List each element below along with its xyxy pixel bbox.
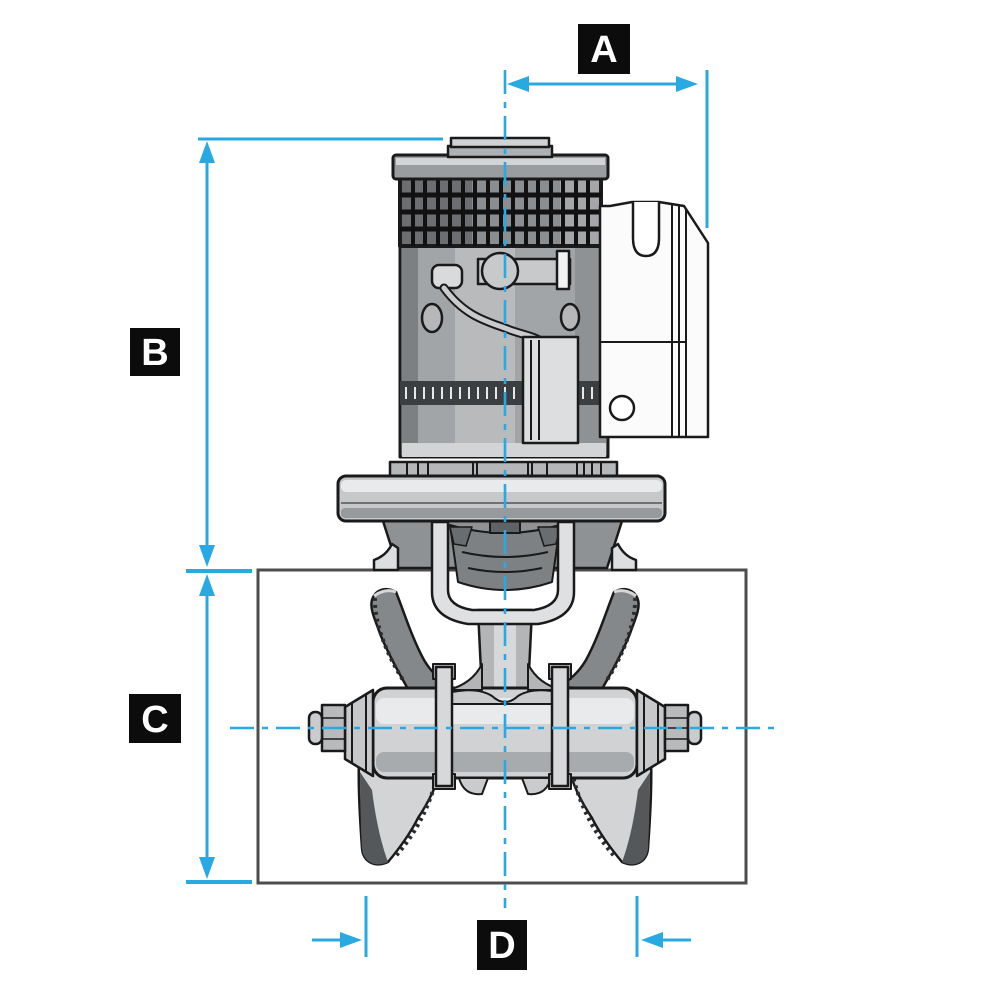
- hub-flange-rings: [432, 663, 572, 790]
- centerlines: [230, 70, 775, 908]
- mounting-flange: [336, 474, 667, 523]
- dimension-a: [507, 70, 709, 228]
- dimension-c: [186, 569, 252, 884]
- right-bolt-hole: [559, 302, 581, 332]
- left-bolt-hole: [420, 302, 444, 334]
- cooling-grille: [398, 176, 603, 248]
- control-bracket: [598, 200, 710, 439]
- dimension-d: [312, 896, 691, 957]
- label-box-c: C: [129, 694, 181, 743]
- label-c-text: C: [141, 699, 168, 741]
- left-foot: [372, 542, 400, 572]
- label-b-text: B: [141, 332, 168, 374]
- bracket-hole: [608, 394, 636, 422]
- motor-assembly: [336, 136, 710, 523]
- label-d-text: D: [488, 925, 515, 967]
- label-box-b: B: [130, 328, 180, 376]
- dimension-b: [198, 137, 443, 567]
- label-box-d: D: [477, 920, 527, 970]
- cable-conduit: [521, 335, 580, 445]
- terminal-pad: [430, 263, 464, 290]
- label-a-text: A: [590, 29, 617, 71]
- propeller-assembly: [307, 588, 703, 866]
- label-box-a: A: [578, 24, 630, 74]
- gear-housing: [372, 519, 638, 694]
- shaft-boss: [480, 251, 520, 291]
- right-foot: [610, 542, 638, 572]
